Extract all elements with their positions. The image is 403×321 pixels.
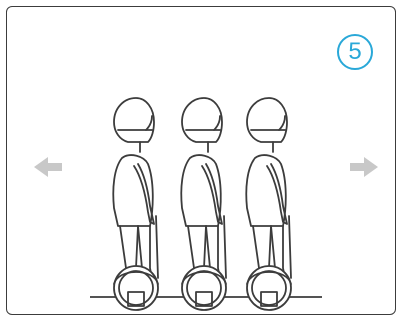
rider-right	[246, 98, 291, 310]
rider-left	[113, 98, 158, 310]
rider-middle	[181, 98, 226, 310]
arrow-left-icon	[34, 157, 62, 177]
arrow-right-icon	[350, 157, 378, 177]
